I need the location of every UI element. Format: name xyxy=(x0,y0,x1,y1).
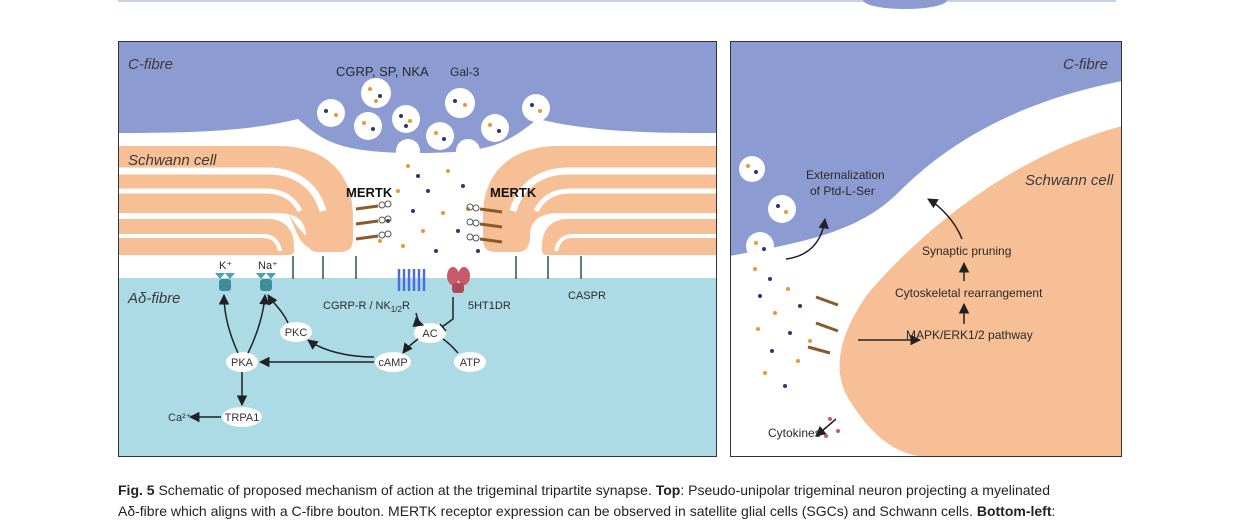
synaptic-pruning-label: Synaptic pruning xyxy=(922,244,1011,258)
mertk-label-left: MERTK xyxy=(346,185,393,200)
a-delta-fibre-region xyxy=(118,278,717,457)
cgrp-receptor-icon xyxy=(397,269,426,291)
pkc-label: PKC xyxy=(285,327,308,339)
cytoskeletal-label: Cytoskeletal rearrangement xyxy=(895,286,1043,300)
released-particles-right xyxy=(753,267,812,388)
figure-caption: Fig. 5 Schematic of proposed mechanism o… xyxy=(118,480,1128,522)
atp-label: ATP xyxy=(460,357,481,369)
caption-top-label: Top xyxy=(655,482,681,498)
calcium-label: Ca²⁺ xyxy=(168,412,192,424)
neuropeptide-label: CGRP, SP, NKA xyxy=(336,64,429,79)
caspr-markers xyxy=(292,256,582,279)
pka-node xyxy=(226,352,258,372)
schwann-cell-label-right: Schwann cell xyxy=(1025,172,1114,189)
caption-line2-end: : xyxy=(1051,503,1056,519)
cytokines-label: Cytokines xyxy=(768,426,821,440)
na-channel-icon xyxy=(256,273,276,291)
pathway-arrows xyxy=(188,293,459,423)
gal3-label: Gal-3 xyxy=(450,65,480,79)
camp-label: cAMP xyxy=(378,357,407,369)
pathway-arrows-right xyxy=(785,198,970,437)
mapk-label: MAPK/ERK1/2 pathway xyxy=(906,328,1033,342)
mertk-receptors-left xyxy=(355,200,392,241)
camp-node xyxy=(375,352,411,372)
ac-label: AC xyxy=(422,328,437,340)
previous-figure-strip xyxy=(118,0,1116,9)
atp-node xyxy=(454,352,486,372)
caption-fig-label: Fig. 5 xyxy=(118,482,155,498)
c-fibre-region-right xyxy=(730,41,1122,256)
trpa1-label: TRPA1 xyxy=(225,412,260,424)
externalization-label-2: of Ptd-L-Ser xyxy=(810,184,875,198)
schwann-cell-label: Schwann cell xyxy=(128,152,217,169)
cgrp-receptor-label: CGRP-R / NK1/2R xyxy=(323,300,410,314)
released-particles xyxy=(378,164,480,253)
mertk-receptors-right-panel xyxy=(807,295,839,355)
vesicle-group xyxy=(317,78,550,163)
externalization-label-1: Externalization xyxy=(806,168,885,182)
k-ion-label: K⁺ xyxy=(219,260,232,272)
caption-line-2: Aδ-fibre which aligns with a C-fibre bou… xyxy=(118,501,1128,522)
5ht1dr-label: 5HT1DR xyxy=(468,300,511,312)
c-fibre-label: C-fibre xyxy=(128,56,173,73)
caption-bottom-left-label: Bottom-left xyxy=(976,503,1052,519)
na-ion-label: Na⁺ xyxy=(258,260,278,272)
mertk-receptors-right xyxy=(466,203,503,244)
caption-line-1: Fig. 5 Schematic of proposed mechanism o… xyxy=(118,480,1128,501)
schwann-cell-region-right xyxy=(839,126,1122,457)
caption-line2-main: Aδ-fibre which aligns with a C-fibre bou… xyxy=(118,503,973,519)
synapse-panel-left: C-fibre Schwann cell Aδ-fibre CGRP, SP, … xyxy=(118,41,717,457)
caption-line1-rest: : Pseudo-unipolar trigeminal neuron proj… xyxy=(680,482,1050,498)
c-fibre-region xyxy=(118,41,717,153)
a-delta-fibre-label: Aδ-fibre xyxy=(127,290,181,307)
c-fibre-label-right: C-fibre xyxy=(1063,56,1108,73)
trpa1-node xyxy=(222,407,262,427)
synapse-panel-right: C-fibre Schwann cell Externalization of … xyxy=(730,41,1122,457)
k-channel-icon xyxy=(215,273,235,291)
5ht1dr-receptor-icon xyxy=(447,267,470,293)
ac-node xyxy=(414,323,446,343)
pkc-node xyxy=(280,322,312,342)
caspr-label: CASPR xyxy=(568,290,606,302)
signalling-nodes xyxy=(222,322,486,427)
mertk-label-right: MERTK xyxy=(490,185,537,200)
caption-title: Schematic of proposed mechanism of actio… xyxy=(158,482,652,498)
pka-label: PKA xyxy=(231,357,254,369)
